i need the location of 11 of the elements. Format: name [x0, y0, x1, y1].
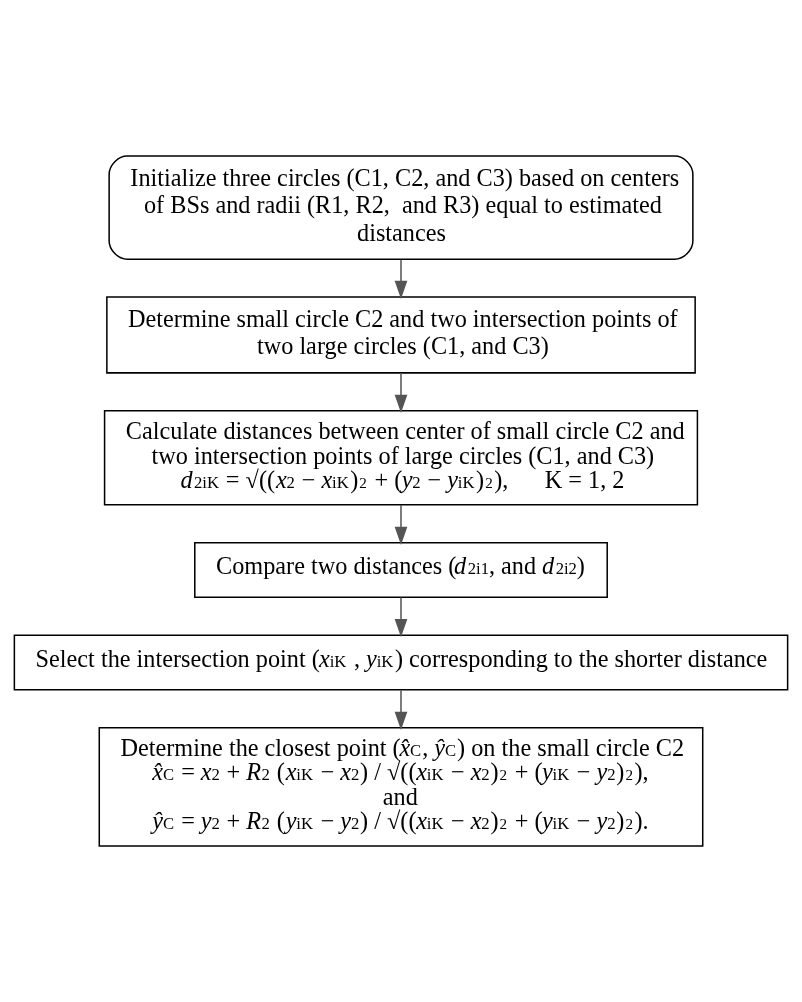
- node-box: Determine small circle C2 and two intersection points of two large circles (C1, and C3): [106, 296, 696, 374]
- node-box: Calculate distances between center of small circle C2 and two intersection points of large circles (C1, and C3) d2iK = √((x2 − xiK)2 + (y2 − yiK)2), K = 1, 2: [103, 410, 699, 506]
- node-box: Compare two distances (d2i1, and d2i2): [194, 541, 608, 599]
- arrow: [394, 372, 408, 413]
- arrow: [394, 689, 408, 730]
- node-box: Determine the closest point (x̂C, ŷC) on the small circle C2 x̂C = x2 + R2 (xiK − x2) / √((xiK − x2)2 + (yiK − y2)2), and ŷC = y2 + R2 (yiK − y2) / √((xiK − x2)2 + (yiK − y2)2).: [98, 726, 704, 847]
- node-box: Select the intersection point (xiK , yiK) corresponding to the shorter distance: [13, 634, 789, 691]
- arrow: [394, 258, 408, 299]
- node-box: Initialize three circles (C1, C2, and C3) based on centers of BSs and radii (R1, R2, and R3) equal to estimated distances: [108, 155, 694, 260]
- arrow: [394, 596, 408, 638]
- arrow: [394, 504, 408, 545]
